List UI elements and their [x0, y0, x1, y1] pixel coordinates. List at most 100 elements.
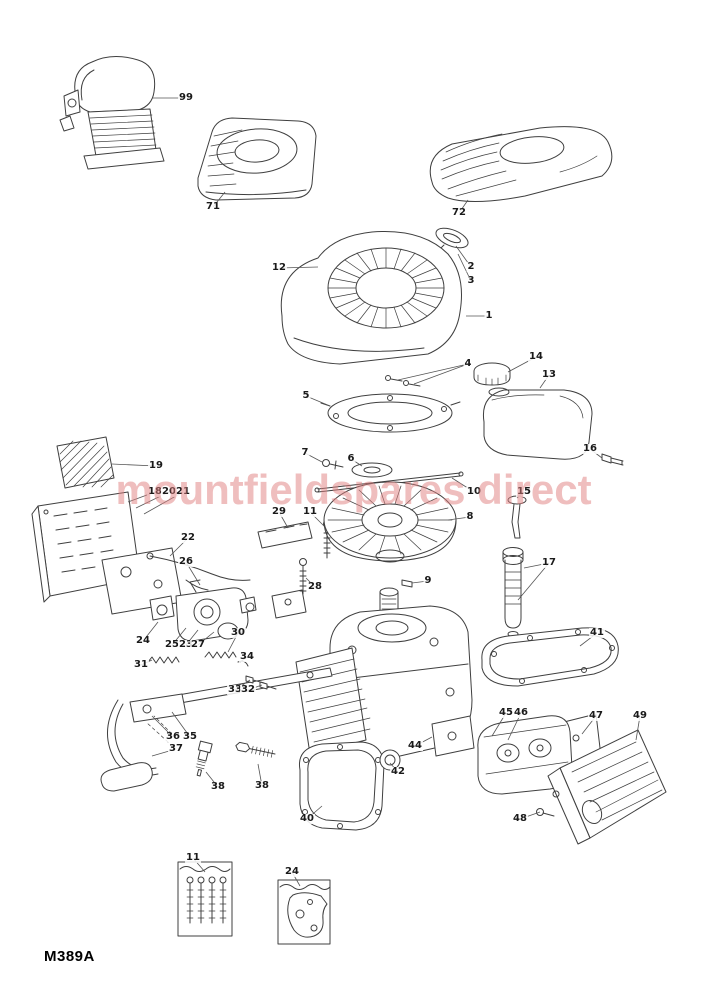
callout-41: 41 — [589, 627, 605, 638]
callout-leader-2 — [455, 245, 472, 268]
callout-11: 11 — [302, 506, 318, 517]
part-28-screw — [271, 558, 307, 619]
callout-15: 15 — [516, 486, 532, 497]
callout-leader-19 — [111, 463, 157, 467]
callout-19: 19 — [148, 460, 164, 471]
callout-leader-16 — [589, 448, 603, 459]
diagram-code: M389A — [44, 948, 95, 965]
callout-46: 46 — [513, 707, 529, 718]
callout-72: 72 — [451, 207, 467, 218]
callout-leader-32 — [247, 684, 263, 691]
callout-36: 36 — [165, 731, 181, 742]
part-1-recoil-starter-cowl — [280, 227, 469, 387]
callout-leader-25 — [171, 627, 187, 646]
part-40-crankcase-cover — [298, 741, 385, 831]
callout-leader-28 — [305, 577, 316, 588]
callout-leader-71 — [212, 191, 226, 208]
callout-leader-22 — [169, 537, 189, 557]
callout-leader-15 — [516, 491, 525, 499]
callout-29: 29 — [271, 506, 287, 517]
part-13-fuel-tank — [473, 362, 593, 460]
callout-37: 37 — [168, 743, 184, 754]
part-42-oil-seal — [379, 749, 401, 771]
callout-leader-29 — [278, 511, 289, 529]
callout-leader-41 — [579, 632, 598, 647]
part-22-26-governor-linkage — [101, 547, 251, 615]
callout-5: 5 — [301, 390, 311, 401]
callout-leader-14 — [507, 356, 537, 373]
part-99-complete-engine — [59, 56, 165, 170]
callout-13: 13 — [541, 369, 557, 380]
part-17-oil-fill-tube — [502, 547, 524, 637]
part-49-muffler-guard — [547, 729, 667, 845]
callout-leader-13 — [539, 374, 550, 389]
part-71-engine-cover — [197, 117, 317, 201]
part-30-31-34-springs — [147, 651, 249, 667]
part-18-20-21-heat-shield-panel — [31, 491, 141, 603]
callout-24: 24 — [135, 635, 151, 646]
callout-leader-17 — [523, 562, 550, 569]
callout-leader-24 — [142, 621, 159, 642]
callout-24: 24 — [284, 866, 300, 877]
callout-12: 12 — [271, 262, 287, 273]
callout-48: 48 — [512, 813, 528, 824]
part-5-cowl-gasket-plate — [320, 393, 461, 433]
part-7-screw — [322, 459, 344, 470]
callout-26: 26 — [178, 556, 194, 567]
part-32-33-bolts — [245, 675, 277, 690]
callout-leader-10 — [451, 477, 475, 493]
callout-8: 8 — [465, 511, 475, 522]
part-10-link-rod — [314, 471, 464, 493]
callout-leader-9 — [411, 580, 429, 584]
callout-leader-6 — [350, 458, 363, 467]
callout-38: 38 — [210, 781, 226, 792]
callout-34: 34 — [239, 651, 255, 662]
callout-99: 99 — [178, 92, 194, 103]
callout-leader-38 — [257, 763, 263, 787]
callout-leader-40 — [306, 805, 323, 820]
callout-32: 32 — [240, 684, 256, 695]
callout-leader-12 — [278, 266, 319, 269]
callout-14: 14 — [528, 351, 544, 362]
callout-7: 7 — [300, 447, 310, 458]
callout-leader-36 — [151, 715, 174, 738]
callout-22: 22 — [180, 532, 196, 543]
callout-6: 6 — [346, 453, 356, 464]
callout-leader-33 — [234, 679, 251, 691]
callout-35: 35 — [182, 731, 198, 742]
callout-leader-24 — [291, 871, 301, 887]
part-48-bolt — [536, 808, 555, 817]
callout-33: 33 — [227, 684, 243, 695]
callout-leader-5 — [305, 395, 331, 407]
crankshaft-stub — [379, 587, 399, 615]
callout-leader-49 — [635, 715, 641, 741]
callout-leader-42 — [389, 762, 399, 773]
callout-49: 49 — [632, 710, 648, 721]
callout-42: 42 — [390, 766, 406, 777]
callout-16: 16 — [582, 443, 598, 454]
callout-leader-4 — [397, 363, 469, 381]
part-9-flywheel-key — [401, 579, 413, 588]
callout-9: 9 — [423, 575, 433, 586]
callout-40: 40 — [299, 813, 315, 824]
callout-leader-47 — [581, 715, 597, 735]
part-24-gasket-kit — [277, 879, 331, 945]
callout-leader-23 — [185, 629, 199, 646]
part-23-27-carburetor — [149, 579, 257, 642]
callout-leader-34 — [239, 656, 248, 663]
part-15-dipstick — [507, 495, 527, 539]
part-11-screw-kit — [177, 861, 233, 937]
callout-leader-38 — [205, 771, 219, 788]
callout-3: 3 — [466, 275, 476, 286]
callout-leader-31 — [140, 659, 153, 666]
part-8-flywheel — [323, 481, 457, 563]
callout-25: 25 — [164, 639, 180, 650]
part-37-handle-grip — [100, 762, 153, 792]
part-35-36-brake-assembly — [107, 667, 333, 776]
callout-leader-20 — [135, 491, 170, 509]
callout-17: 17 — [541, 557, 557, 568]
callout-1: 1 — [484, 310, 494, 321]
callout-leader-44 — [414, 736, 433, 747]
